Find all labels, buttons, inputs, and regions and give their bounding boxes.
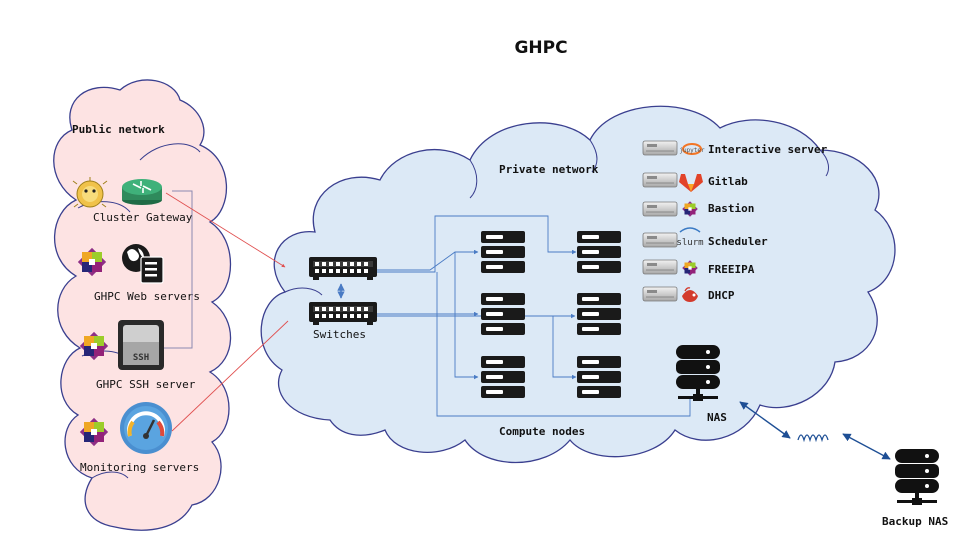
- web-servers-label: GHPC Web servers: [94, 290, 200, 303]
- service-list: jupyter Interactive server Gitlab Bastio…: [642, 140, 828, 302]
- private-network-cloud: [260, 105, 896, 464]
- nas-wan-link: [739, 401, 791, 439]
- service-server-icon: [642, 140, 678, 156]
- service-server-icon: [642, 201, 678, 217]
- gauge-icon: [120, 402, 172, 454]
- firewall-icon: [72, 177, 108, 208]
- service-server-icon: [642, 259, 678, 275]
- compute-node: [481, 356, 525, 398]
- wan-squiggle-icon: [797, 434, 829, 443]
- compute-node: [481, 231, 525, 273]
- nas-label: NAS: [707, 411, 727, 424]
- ssh-icon-text: SSH: [133, 353, 149, 363]
- compute-nodes-label: Compute nodes: [499, 425, 585, 438]
- service-server-icon: [642, 232, 678, 248]
- ssh-terminal-icon: SSH: [118, 320, 164, 370]
- diagram-title: GHPC: [514, 38, 567, 58]
- monitoring-switch-link: [171, 320, 289, 432]
- centos-logo: [682, 201, 698, 217]
- centos-icon: [77, 247, 107, 277]
- centos-logo: [682, 260, 698, 276]
- router-icon: [122, 179, 162, 205]
- backup-nas-icon: [895, 449, 939, 505]
- gateway-switch-link: [165, 192, 286, 268]
- wan-backup-link: [842, 433, 891, 460]
- compute-node: [577, 356, 621, 398]
- service-label-interactive: Interactive server: [708, 143, 828, 156]
- service-label-bastion: Bastion: [708, 202, 754, 215]
- cluster-gateway-label: Cluster Gateway: [93, 211, 193, 224]
- public-network-label: Public network: [72, 123, 165, 136]
- switch-node-links: [377, 215, 691, 417]
- jupyter-logo-text: jupyter: [679, 147, 705, 154]
- ssh-server-label: GHPC SSH server: [96, 378, 196, 391]
- private-network-label: Private network: [499, 163, 599, 176]
- jupyter-logo: jupyter: [679, 143, 705, 155]
- slurm-logo-text: slurm: [676, 238, 703, 248]
- switch-top: [309, 257, 377, 280]
- centos-icon: [79, 331, 109, 361]
- monitoring-label: Monitoring servers: [80, 461, 199, 474]
- service-server-icon: [642, 172, 678, 188]
- compute-node: [577, 293, 621, 335]
- dhcp-logo: [682, 287, 698, 302]
- private-network-cloud-fold: [284, 139, 829, 296]
- slurm-logo: slurm: [676, 227, 704, 248]
- service-server-icon: [642, 286, 678, 302]
- switch-bottom: [309, 302, 377, 325]
- gitlab-logo: [679, 174, 703, 192]
- backup-nas-label: Backup NAS: [882, 515, 948, 528]
- service-label-gitlab: Gitlab: [708, 175, 748, 188]
- public-network-cloud-fold: [77, 143, 201, 479]
- compute-node: [481, 293, 525, 335]
- gateway-ssh-link: [164, 190, 193, 349]
- web-server-icon: [122, 244, 164, 284]
- service-label-dhcp: DHCP: [708, 289, 735, 302]
- centos-icon: [79, 417, 109, 447]
- switches-label: Switches: [313, 328, 366, 341]
- compute-node: [577, 231, 621, 273]
- service-label-freeipa: FREEIPA: [708, 263, 755, 276]
- service-label-scheduler: Scheduler: [708, 235, 768, 248]
